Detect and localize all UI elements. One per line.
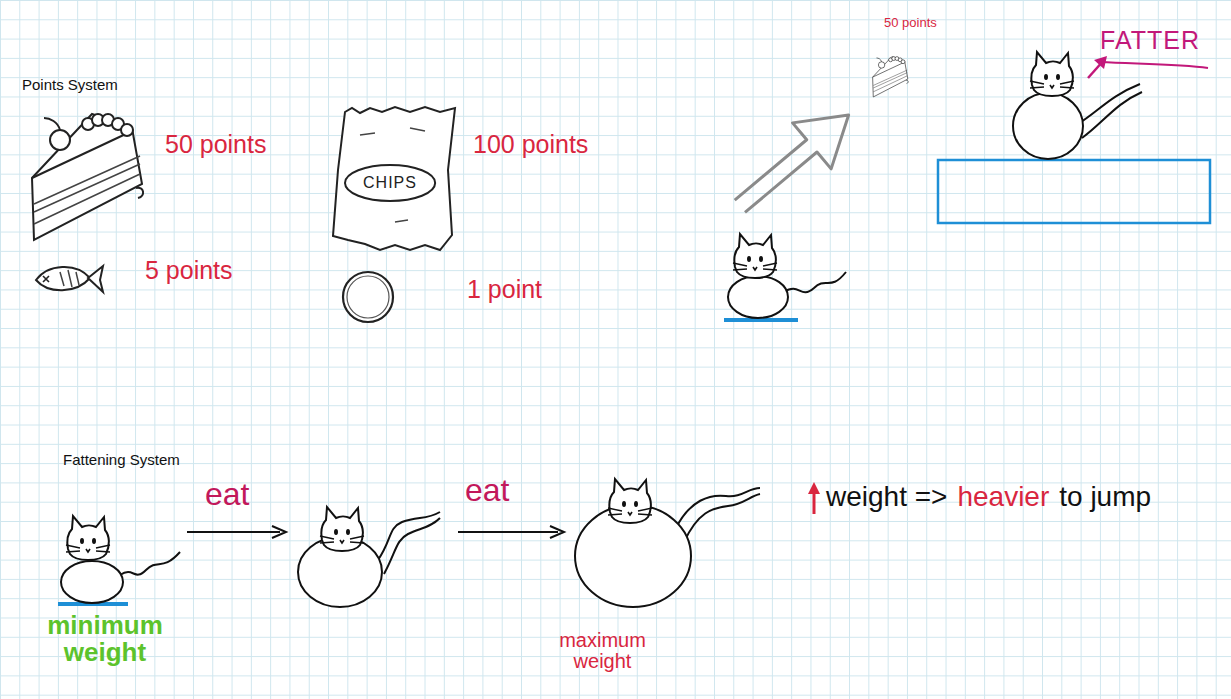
eat-label: eat: [205, 478, 249, 512]
small-cake: [873, 57, 909, 97]
weight-limit: maximum weight: [535, 630, 670, 672]
eat-arrow: [187, 526, 286, 538]
fatter-arrow: [1088, 56, 1208, 78]
section-heading: Fattening System: [63, 452, 180, 468]
cake-slice: [32, 114, 143, 240]
fatter-note: FATTER: [1100, 27, 1200, 53]
cat-maximum: [575, 479, 760, 607]
up-arrow: [808, 482, 820, 514]
rule-text: heavier: [957, 482, 1049, 511]
eat-arrow: [458, 526, 564, 538]
node-text: CHIPS: [363, 174, 417, 192]
cat-medium: [298, 507, 440, 607]
points-value: 100 points: [473, 131, 588, 157]
eat-label: eat: [465, 474, 509, 508]
cat-minimum: [58, 516, 180, 604]
coin: [343, 272, 393, 322]
fish: [36, 266, 103, 292]
jump-arrow: [721, 92, 868, 229]
chips-bag: [333, 107, 455, 250]
cat-jumping: [724, 234, 846, 320]
rule-text: to jump: [1059, 482, 1151, 511]
points-value: 1 point: [467, 276, 542, 302]
points-value: 50 points: [884, 16, 937, 30]
points-value: 5 points: [145, 257, 233, 283]
weight-limit: minimum weight: [30, 612, 180, 667]
cat-on-platform: [1013, 52, 1142, 159]
section-heading: Points System: [22, 77, 118, 93]
points-value: 50 points: [165, 131, 266, 157]
rule-text: weight =>: [826, 482, 947, 511]
chips-label-oval: CHIPS: [343, 163, 437, 203]
platform: [938, 160, 1210, 223]
